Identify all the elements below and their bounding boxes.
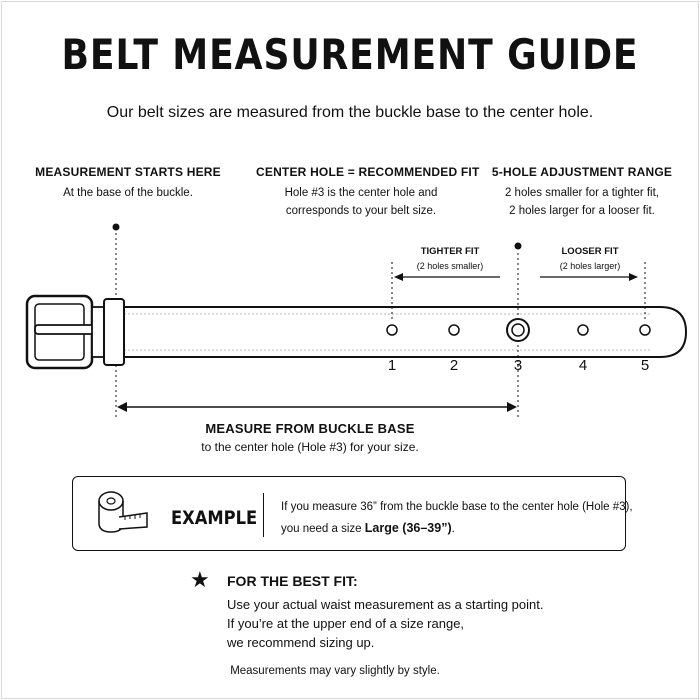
looser-fit-sublabel: (2 holes larger) (559, 261, 621, 271)
column-body: At the base of the buckle. (23, 184, 233, 202)
column-measurement-start: MEASUREMENT STARTS HERE At the base of t… (23, 165, 233, 202)
belt-hole-2 (448, 324, 460, 336)
belt-strap (116, 306, 688, 358)
tip-line: If you’re at the upper end of a size ran… (227, 616, 465, 631)
column-center-hole: CENTER HOLE = RECOMMENDED FIT Hole #3 is… (256, 165, 480, 220)
example-size-highlight: Large (36–39”) (364, 521, 452, 535)
hole-number-1: 1 (387, 357, 397, 374)
hole-number-3: 3 (513, 357, 523, 374)
hole-number-2: 2 (449, 357, 459, 374)
column-body-line: corresponds to your belt size. (285, 205, 437, 217)
example-line-2: you need a size Large (36–39”). (281, 518, 633, 540)
column-heading: 5-HOLE ADJUSTMENT RANGE (491, 165, 673, 179)
example-line-1: If you measure 36” from the buckle base … (281, 501, 633, 513)
belt-hole-1 (386, 324, 398, 336)
tip-heading: FOR THE BEST FIT: (227, 573, 358, 589)
example-label: EXAMPLE (171, 507, 258, 529)
tip-body: Use your actual waist measurement as a s… (227, 595, 543, 652)
belt-hole-4 (577, 324, 589, 336)
tighter-arrow (394, 273, 500, 281)
belt-hole-3-grommet (506, 318, 530, 342)
belt-hole-5 (639, 324, 651, 336)
column-body-line: At the base of the buckle. (63, 187, 193, 199)
start-marker-dot (112, 223, 120, 231)
looser-fit-label: LOOSER FIT (561, 246, 619, 257)
hole-number-5: 5 (640, 357, 650, 374)
tape-measure-icon (98, 491, 148, 533)
tip-line: we recommend sizing up. (227, 635, 375, 650)
example-text: If you measure 36” from the buckle base … (281, 497, 633, 540)
example-divider (263, 493, 264, 537)
star-icon: ★ (190, 567, 210, 592)
example-box: EXAMPLE If you measure 36” from the buck… (72, 476, 633, 551)
column-body-line: 2 holes smaller for a tighter fit, (504, 187, 660, 199)
column-body-line: 2 holes larger for a looser fit. (509, 205, 655, 217)
center-marker-dot (514, 242, 522, 250)
example-line-2-pre: you need a size (281, 523, 365, 535)
looser-arrow (540, 273, 638, 281)
tighter-fit-sublabel: (2 holes smaller) (416, 261, 484, 271)
buckle-icon (25, 294, 114, 370)
column-heading: CENTER HOLE = RECOMMENDED FIT (256, 165, 480, 179)
tighter-fit-label: TIGHTER FIT (420, 246, 480, 257)
column-adjustment-range: 5-HOLE ADJUSTMENT RANGE 2 holes smaller … (477, 165, 687, 220)
footnote: Measurements may vary slightly by style. (230, 665, 440, 677)
page-subtitle: Our belt sizes are measured from the buc… (106, 104, 594, 121)
column-heading: MEASUREMENT STARTS HERE (35, 165, 221, 179)
hole-number-4: 4 (578, 357, 588, 374)
measure-body: to the center hole (Hole #3) for your si… (201, 440, 419, 454)
example-line-2-post: . (451, 523, 455, 535)
page-title: BELT MEASUREMENT GUIDE (61, 30, 639, 79)
column-body-line: Hole #3 is the center hole and (284, 187, 438, 199)
tip-line: Use your actual waist measurement as a s… (227, 597, 544, 612)
belt-keeper (103, 298, 125, 366)
column-body: 2 holes smaller for a tighter fit, 2 hol… (477, 184, 687, 220)
column-body: Hole #3 is the center hole and correspon… (256, 184, 466, 220)
measure-arrow (117, 402, 517, 412)
measure-heading: MEASURE FROM BUCKLE BASE (205, 421, 415, 436)
